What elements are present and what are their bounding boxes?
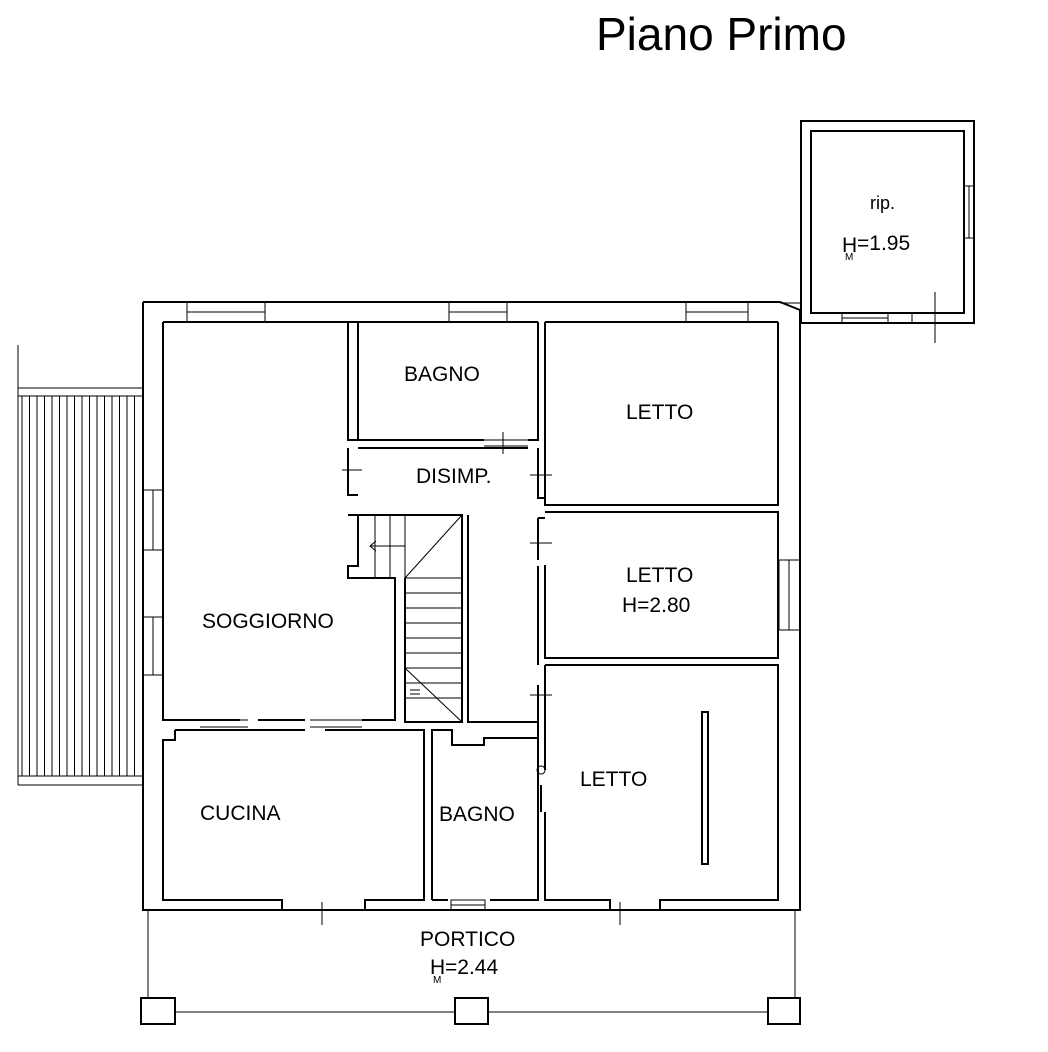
- left-windows: [142, 489, 164, 676]
- bagno-bottom-label: BAGNO: [439, 803, 515, 826]
- portico-structure: [140, 910, 801, 1025]
- letto-1-label: LETTO: [626, 401, 693, 424]
- rip-h-sub: M: [845, 252, 853, 263]
- letto-3-walls: [536, 664, 779, 910]
- disimpegno-walls: [342, 448, 538, 723]
- cucina-walls: [162, 729, 425, 925]
- soggiorno-walls: [162, 322, 396, 728]
- portico-label: PORTICO: [420, 928, 515, 951]
- ripostiglio-walls: [780, 120, 975, 343]
- soggiorno-label: SOGGIORNO: [202, 610, 334, 633]
- portico-height: =2.44: [445, 956, 498, 979]
- plan-title: Piano Primo: [596, 8, 847, 60]
- corridor-walls: [530, 448, 552, 745]
- portico-h-letter: H: [430, 956, 445, 979]
- rip-label: rip.: [870, 193, 895, 213]
- top-windows: [186, 301, 749, 323]
- bagno-bottom-walls: [431, 729, 621, 925]
- letto-2-height: H=2.80: [622, 594, 690, 617]
- letto-2-walls: [544, 511, 779, 659]
- rip-h-letter: H: [842, 234, 857, 257]
- letto-3-label: LETTO: [580, 768, 647, 791]
- rip-height: =1.95: [857, 232, 910, 255]
- portico-h-sub: M: [433, 975, 441, 986]
- letto-1-walls: [544, 322, 779, 506]
- cucina-label: CUCINA: [200, 802, 281, 825]
- letto-2-label: LETTO: [626, 564, 693, 587]
- right-window: [778, 559, 801, 631]
- external-stair: [17, 345, 143, 786]
- bagno-top-walls: [347, 321, 539, 454]
- bagno-top-label: BAGNO: [404, 363, 480, 386]
- disimpegno-label: DISIMP.: [416, 465, 491, 488]
